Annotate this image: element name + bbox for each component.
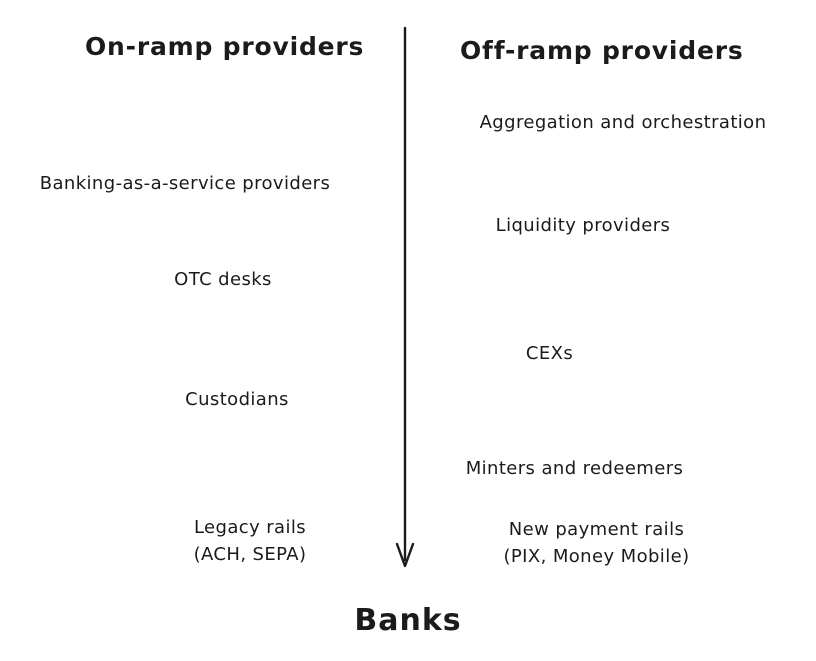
down-arrow bbox=[395, 26, 415, 568]
right-item-minters-redeemers: Minters and redeemers bbox=[465, 458, 684, 479]
left-item-legacy-rails-label: Legacy rails bbox=[193, 517, 307, 538]
left-item-otc-desks: OTC desks bbox=[174, 269, 272, 290]
left-item-legacy-rails: Legacy rails (ACH, SEPA) bbox=[160, 517, 340, 565]
right-item-new-payment-rails-label: New payment rails bbox=[508, 519, 685, 540]
left-item-legacy-rails-sub: (ACH, SEPA) bbox=[193, 544, 307, 565]
right-item-aggregation-orchestration: Aggregation and orchestration bbox=[479, 112, 767, 133]
banks-label: Banks bbox=[354, 603, 462, 638]
right-item-cexs: CEXs bbox=[525, 343, 574, 364]
left-column-header: On-ramp providers bbox=[85, 32, 365, 61]
right-column-header: Off-ramp providers bbox=[460, 36, 744, 65]
left-item-baas-providers: Banking-as-a-service providers bbox=[39, 173, 331, 194]
right-item-new-payment-rails: New payment rails (PIX, Money Mobile) bbox=[474, 519, 719, 567]
left-item-custodians: Custodians bbox=[185, 389, 289, 410]
right-item-new-payment-rails-sub: (PIX, Money Mobile) bbox=[503, 546, 690, 567]
right-item-liquidity-providers: Liquidity providers bbox=[495, 215, 671, 236]
